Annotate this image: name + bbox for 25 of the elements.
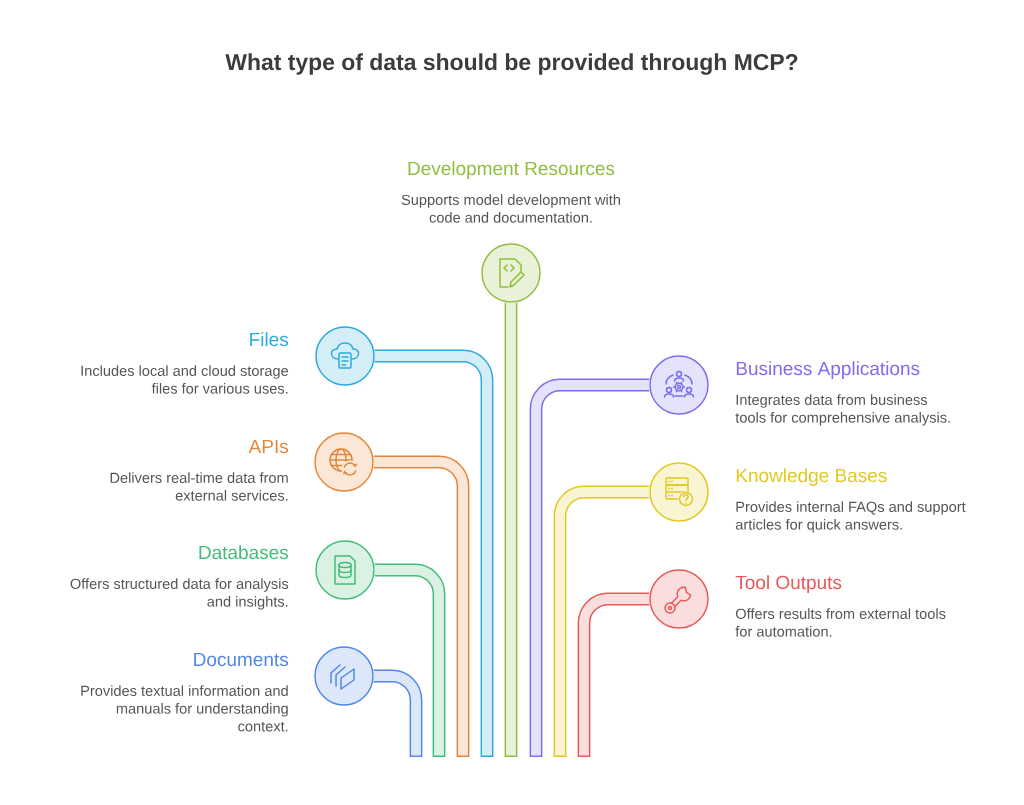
category-title: Development Resources <box>408 161 615 179</box>
category-title: Business Applications <box>736 361 920 379</box>
category-title: Documents <box>194 652 289 667</box>
description-text: Delivers real-time data from external services. <box>110 472 288 501</box>
description-text: Offers structured data for analysis and insights. <box>70 578 289 610</box>
category-title: Tool Outputs <box>735 575 842 593</box>
description-text: Integrates data from business tools for comprehensive analysis. <box>735 394 950 426</box>
tube-line <box>529 378 650 757</box>
description-text: Provides textual information and manuals for understanding context. <box>81 685 288 732</box>
description-text: Includes local and cloud storage files for various uses. <box>81 365 289 394</box>
description-text: Provides internal FAQs and support articles for quick answers. <box>735 501 966 533</box>
tube-line <box>374 563 446 757</box>
tube-line <box>373 455 470 757</box>
tube-line <box>373 669 423 757</box>
category-title: APIs <box>248 439 289 454</box>
tube-line <box>577 592 650 757</box>
category-title: Databases <box>199 545 289 560</box>
category-title: Files <box>250 332 289 347</box>
description-text: Supports model development with code and documentation. <box>401 194 620 223</box>
tube-line <box>374 349 494 757</box>
tube-line <box>504 302 518 757</box>
description-text: Offers results from external tools for automation. <box>735 608 946 637</box>
tube-line <box>553 485 650 757</box>
category-title: Knowledge Bases <box>736 468 887 486</box>
diagram-title: What type of data should be provided through MCP? <box>225 53 798 75</box>
